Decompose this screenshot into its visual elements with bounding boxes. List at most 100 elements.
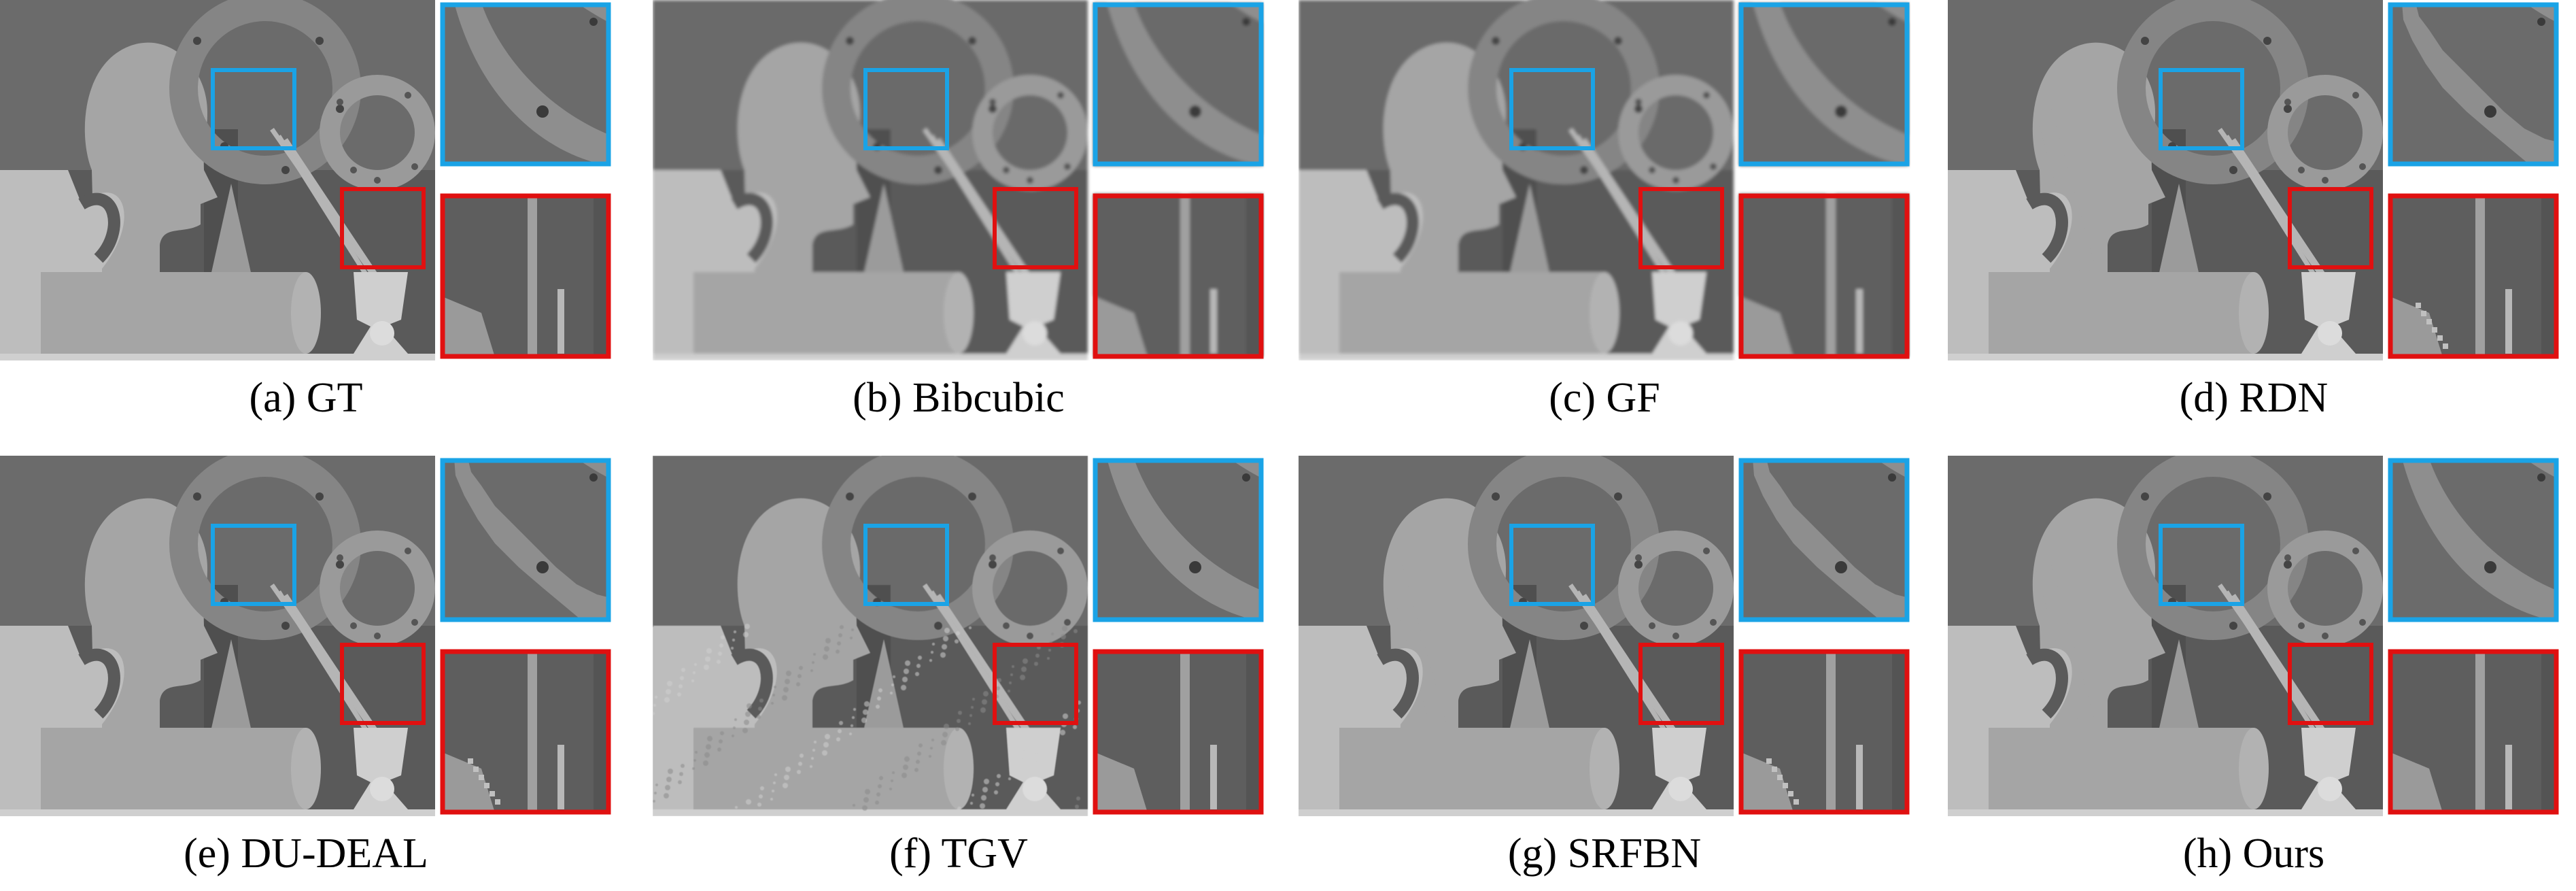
roi-box-blue bbox=[1509, 524, 1595, 606]
cylinder bbox=[1989, 728, 2264, 809]
zoom-inset-red bbox=[1739, 650, 1909, 813]
roi-box-red bbox=[1638, 643, 1724, 725]
zoom-cup-edge bbox=[1739, 752, 1793, 813]
depth-map-image bbox=[0, 456, 611, 816]
cylinder bbox=[41, 728, 316, 809]
zoom-ring-arc bbox=[2402, 3, 2558, 166]
zoom-straw bbox=[1826, 194, 1836, 357]
teddy-figure bbox=[2301, 728, 2356, 809]
zoom-cup-edge bbox=[1093, 296, 1148, 357]
depth-map-main bbox=[0, 456, 435, 816]
panel-caption: (b) Bibcubic bbox=[853, 375, 1065, 421]
zoom-straw bbox=[1180, 194, 1190, 357]
zoom-cup-edge bbox=[441, 296, 495, 357]
roi-box-blue bbox=[2159, 524, 2244, 606]
zoom-cup-edge bbox=[2388, 752, 2443, 813]
cylinder bbox=[41, 272, 316, 354]
depth-map-image bbox=[1299, 0, 1910, 360]
zoom-ring-hole bbox=[1835, 105, 1847, 118]
zoom-inset-red bbox=[2388, 194, 2558, 357]
depth-map-image bbox=[653, 0, 1264, 360]
depth-map-image bbox=[653, 456, 1264, 816]
panel-caption: (c) GF bbox=[1549, 375, 1660, 421]
teddy-figure bbox=[1652, 272, 1706, 354]
zoom-straw bbox=[528, 650, 537, 813]
zoom-cup-edge bbox=[441, 752, 495, 813]
depth-map-image bbox=[1948, 456, 2559, 816]
roi-box-red bbox=[340, 187, 426, 269]
zoom-ring-arc bbox=[2402, 458, 2558, 622]
zoom-ring-arc bbox=[1107, 3, 1263, 166]
result-panel: (g) SRFBN bbox=[1299, 456, 1910, 891]
zoom-ring-arc bbox=[1753, 458, 1909, 622]
zoom-cup-edge bbox=[1093, 752, 1148, 813]
zoom-ring-hole bbox=[1189, 561, 1201, 573]
result-panel: (a) GT bbox=[0, 0, 612, 435]
depth-map-main bbox=[1948, 456, 2383, 816]
zoom-inset-red bbox=[1739, 194, 1909, 357]
zoom-ring-hole bbox=[2484, 561, 2496, 573]
result-panel: (f) TGV bbox=[653, 456, 1265, 891]
depth-map-main bbox=[1299, 456, 1734, 816]
cylinder bbox=[693, 728, 969, 809]
zoom-straw bbox=[528, 194, 537, 357]
zoom-inset-blue bbox=[441, 3, 611, 166]
zoom-inset-blue bbox=[1739, 458, 1909, 622]
zoom-inset-blue bbox=[441, 458, 611, 622]
roi-box-blue bbox=[1509, 68, 1595, 150]
roi-box-red bbox=[993, 187, 1078, 269]
zoom-inset-red bbox=[441, 194, 611, 357]
zoom-ring-hole bbox=[1835, 561, 1847, 573]
teddy-figure bbox=[354, 272, 408, 354]
depth-map-image bbox=[0, 0, 611, 360]
roi-box-red bbox=[993, 643, 1078, 725]
panel-caption: (d) RDN bbox=[2179, 375, 2329, 421]
roi-box-blue bbox=[2159, 68, 2244, 150]
zoom-inset-red bbox=[441, 650, 611, 813]
zoom-ring-arc bbox=[1107, 458, 1263, 622]
zoom-straw bbox=[2475, 650, 2485, 813]
teddy-figure bbox=[1652, 728, 1706, 809]
zoom-ring-hole bbox=[536, 561, 549, 573]
depth-map-main bbox=[0, 0, 435, 360]
zoom-inset-blue bbox=[1093, 458, 1263, 622]
roi-box-blue bbox=[211, 68, 296, 150]
depth-map-main bbox=[1948, 0, 2383, 360]
roi-box-red bbox=[1638, 187, 1724, 269]
roi-box-red bbox=[2288, 643, 2373, 725]
roi-box-blue bbox=[863, 68, 949, 150]
zoom-cup-edge bbox=[2388, 296, 2443, 357]
result-panel: (c) GF bbox=[1299, 0, 1910, 435]
zoom-ring-hole bbox=[536, 105, 549, 118]
cylinder bbox=[693, 272, 969, 354]
panel-caption: (f) TGV bbox=[889, 830, 1028, 877]
zoom-straw bbox=[1180, 650, 1190, 813]
zoom-inset-blue bbox=[1093, 3, 1263, 166]
cylinder bbox=[1339, 272, 1615, 354]
zoom-ring-hole bbox=[1189, 105, 1201, 118]
teddy-figure bbox=[2301, 272, 2356, 354]
result-panel: (d) RDN bbox=[1948, 0, 2560, 435]
zoom-inset-blue bbox=[2388, 458, 2558, 622]
panel-caption: (h) Ours bbox=[2182, 830, 2325, 877]
panel-caption: (a) GT bbox=[249, 375, 363, 421]
zoom-inset-red bbox=[2388, 650, 2558, 813]
zoom-ring-hole bbox=[2484, 105, 2496, 118]
depth-map-main bbox=[653, 456, 1088, 816]
zoom-ring-arc bbox=[454, 458, 611, 622]
zoom-ring-arc bbox=[1753, 3, 1909, 166]
zoom-inset-red bbox=[1093, 194, 1263, 357]
teddy-figure bbox=[1006, 728, 1061, 809]
roi-box-red bbox=[2288, 187, 2373, 269]
roi-box-red bbox=[340, 643, 426, 725]
result-panel: (e) DU-DEAL bbox=[0, 456, 612, 891]
zoom-inset-blue bbox=[2388, 3, 2558, 166]
depth-map-image bbox=[1299, 456, 1910, 816]
zoom-inset-blue bbox=[1739, 3, 1909, 166]
depth-map-image bbox=[1948, 0, 2559, 360]
roi-box-blue bbox=[863, 524, 949, 606]
roi-box-blue bbox=[211, 524, 296, 606]
zoom-ring-arc bbox=[454, 3, 611, 166]
zoom-straw bbox=[2475, 194, 2485, 357]
teddy-figure bbox=[1006, 272, 1061, 354]
